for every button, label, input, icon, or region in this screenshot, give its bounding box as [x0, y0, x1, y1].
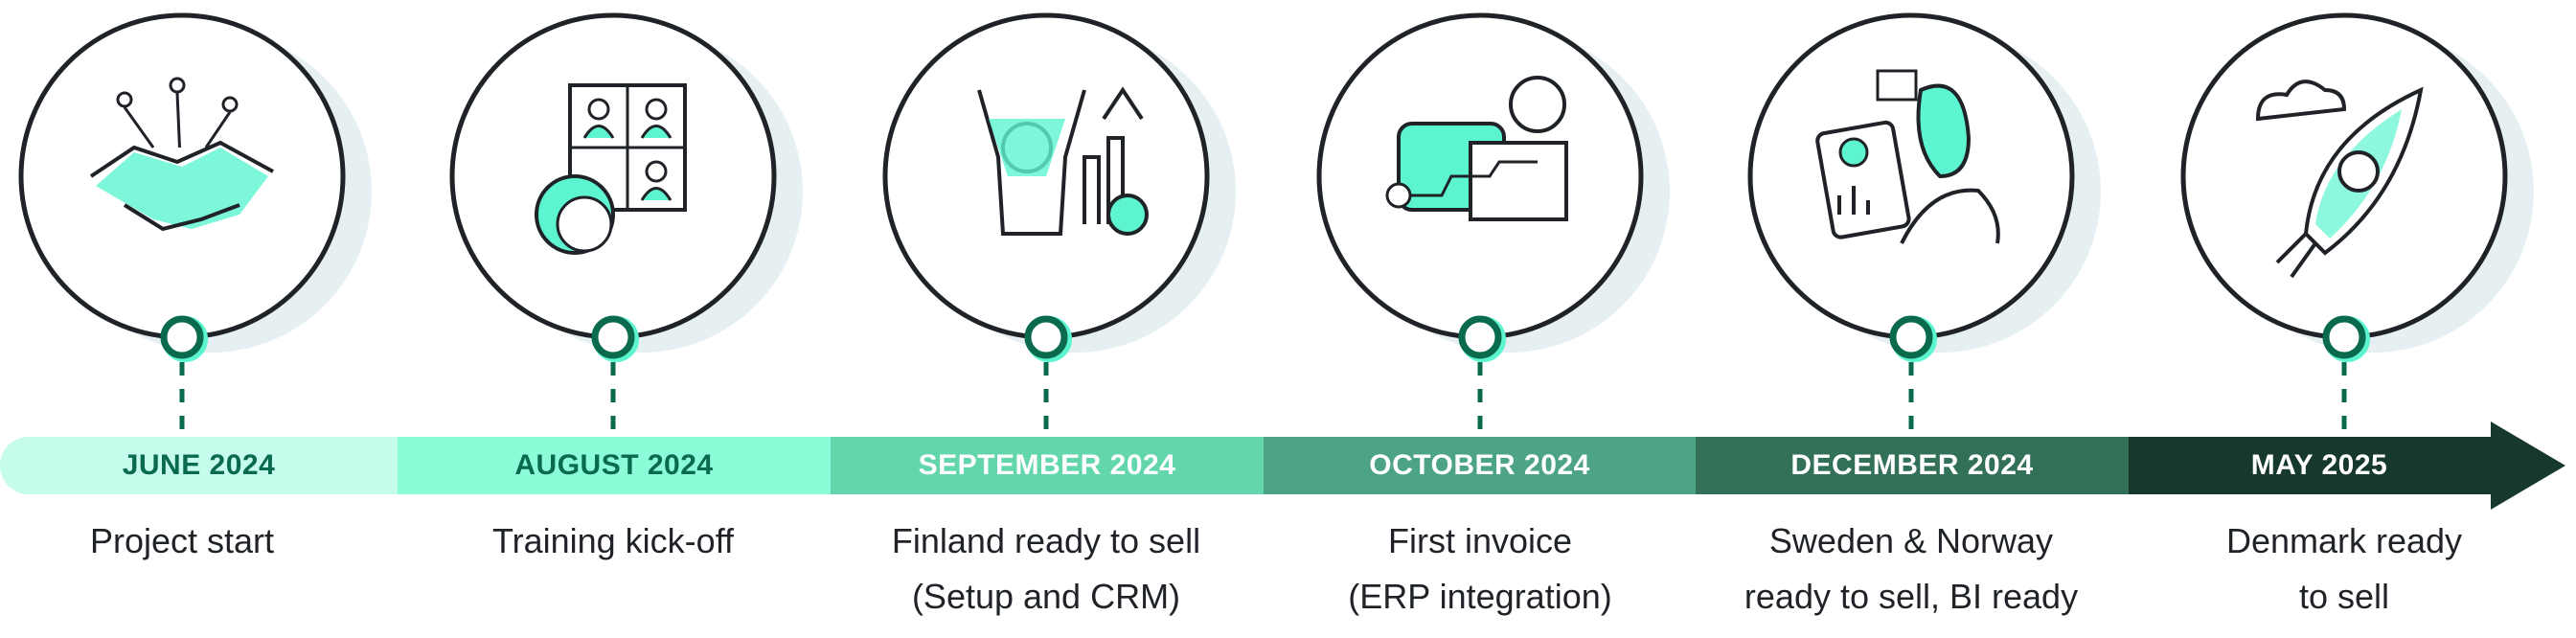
- milestone-description: First invoice (ERP integration): [1260, 513, 1700, 625]
- description-line-1: Project start: [89, 521, 275, 560]
- celebration-growth-icon: [977, 86, 1149, 236]
- description-line-1: First invoice: [1387, 521, 1573, 560]
- video-call-icon: [535, 83, 687, 255]
- milestone-marker: [1889, 315, 1933, 359]
- timeline-segment-date: JUNE 2024: [0, 437, 398, 494]
- description-line-1: Finland ready to sell: [891, 521, 1201, 560]
- milestone-marker: [160, 315, 204, 359]
- timeline-segment-date: AUGUST 2024: [398, 437, 831, 494]
- wallet-invoice-icon: [1385, 76, 1568, 221]
- milestone-description: Training kick-off: [393, 513, 833, 569]
- milestone-marker: [1024, 315, 1068, 359]
- timeline-segment-date: SEPTEMBER 2024: [831, 437, 1264, 494]
- milestone-illustration: [1316, 12, 1670, 431]
- milestone-illustration: [1747, 12, 2101, 431]
- milestone-description: Denmark ready to sell: [2124, 513, 2565, 625]
- milestone-illustration: [449, 12, 803, 431]
- milestone-illustration: [18, 12, 372, 431]
- milestone-illustration: [2180, 12, 2534, 431]
- description-line-1: Training kick-off: [491, 521, 735, 560]
- milestone-marker: [591, 315, 635, 359]
- milestone-marker: [2322, 315, 2366, 359]
- description-line-2: to sell: [2298, 577, 2390, 616]
- description-line-2: ready to sell, BI ready: [1744, 577, 2079, 616]
- description-line-2: (Setup and CRM): [911, 577, 1181, 616]
- timeline-segment-date: MAY 2025: [2129, 437, 2510, 494]
- milestone-description: Project start: [0, 513, 402, 569]
- milestone-marker: [1458, 315, 1502, 359]
- description-line-1: Denmark ready: [2225, 521, 2463, 560]
- analytics-person-icon: [1815, 69, 2000, 244]
- milestone-description: Sweden & Norway ready to sell, BI ready: [1691, 513, 2131, 625]
- timeline-segment-date: DECEMBER 2024: [1696, 437, 2129, 494]
- milestone-description: Finland ready to sell (Setup and CRM): [826, 513, 1266, 625]
- milestone-circle: [1747, 12, 2075, 340]
- rocket-icon: [2255, 80, 2424, 279]
- handshake-icon: [89, 77, 274, 232]
- timeline-segment-date: OCTOBER 2024: [1264, 437, 1696, 494]
- description-line-1: Sweden & Norway: [1768, 521, 2054, 560]
- description-line-2: (ERP integration): [1348, 577, 1612, 616]
- milestone-illustration: [882, 12, 1236, 431]
